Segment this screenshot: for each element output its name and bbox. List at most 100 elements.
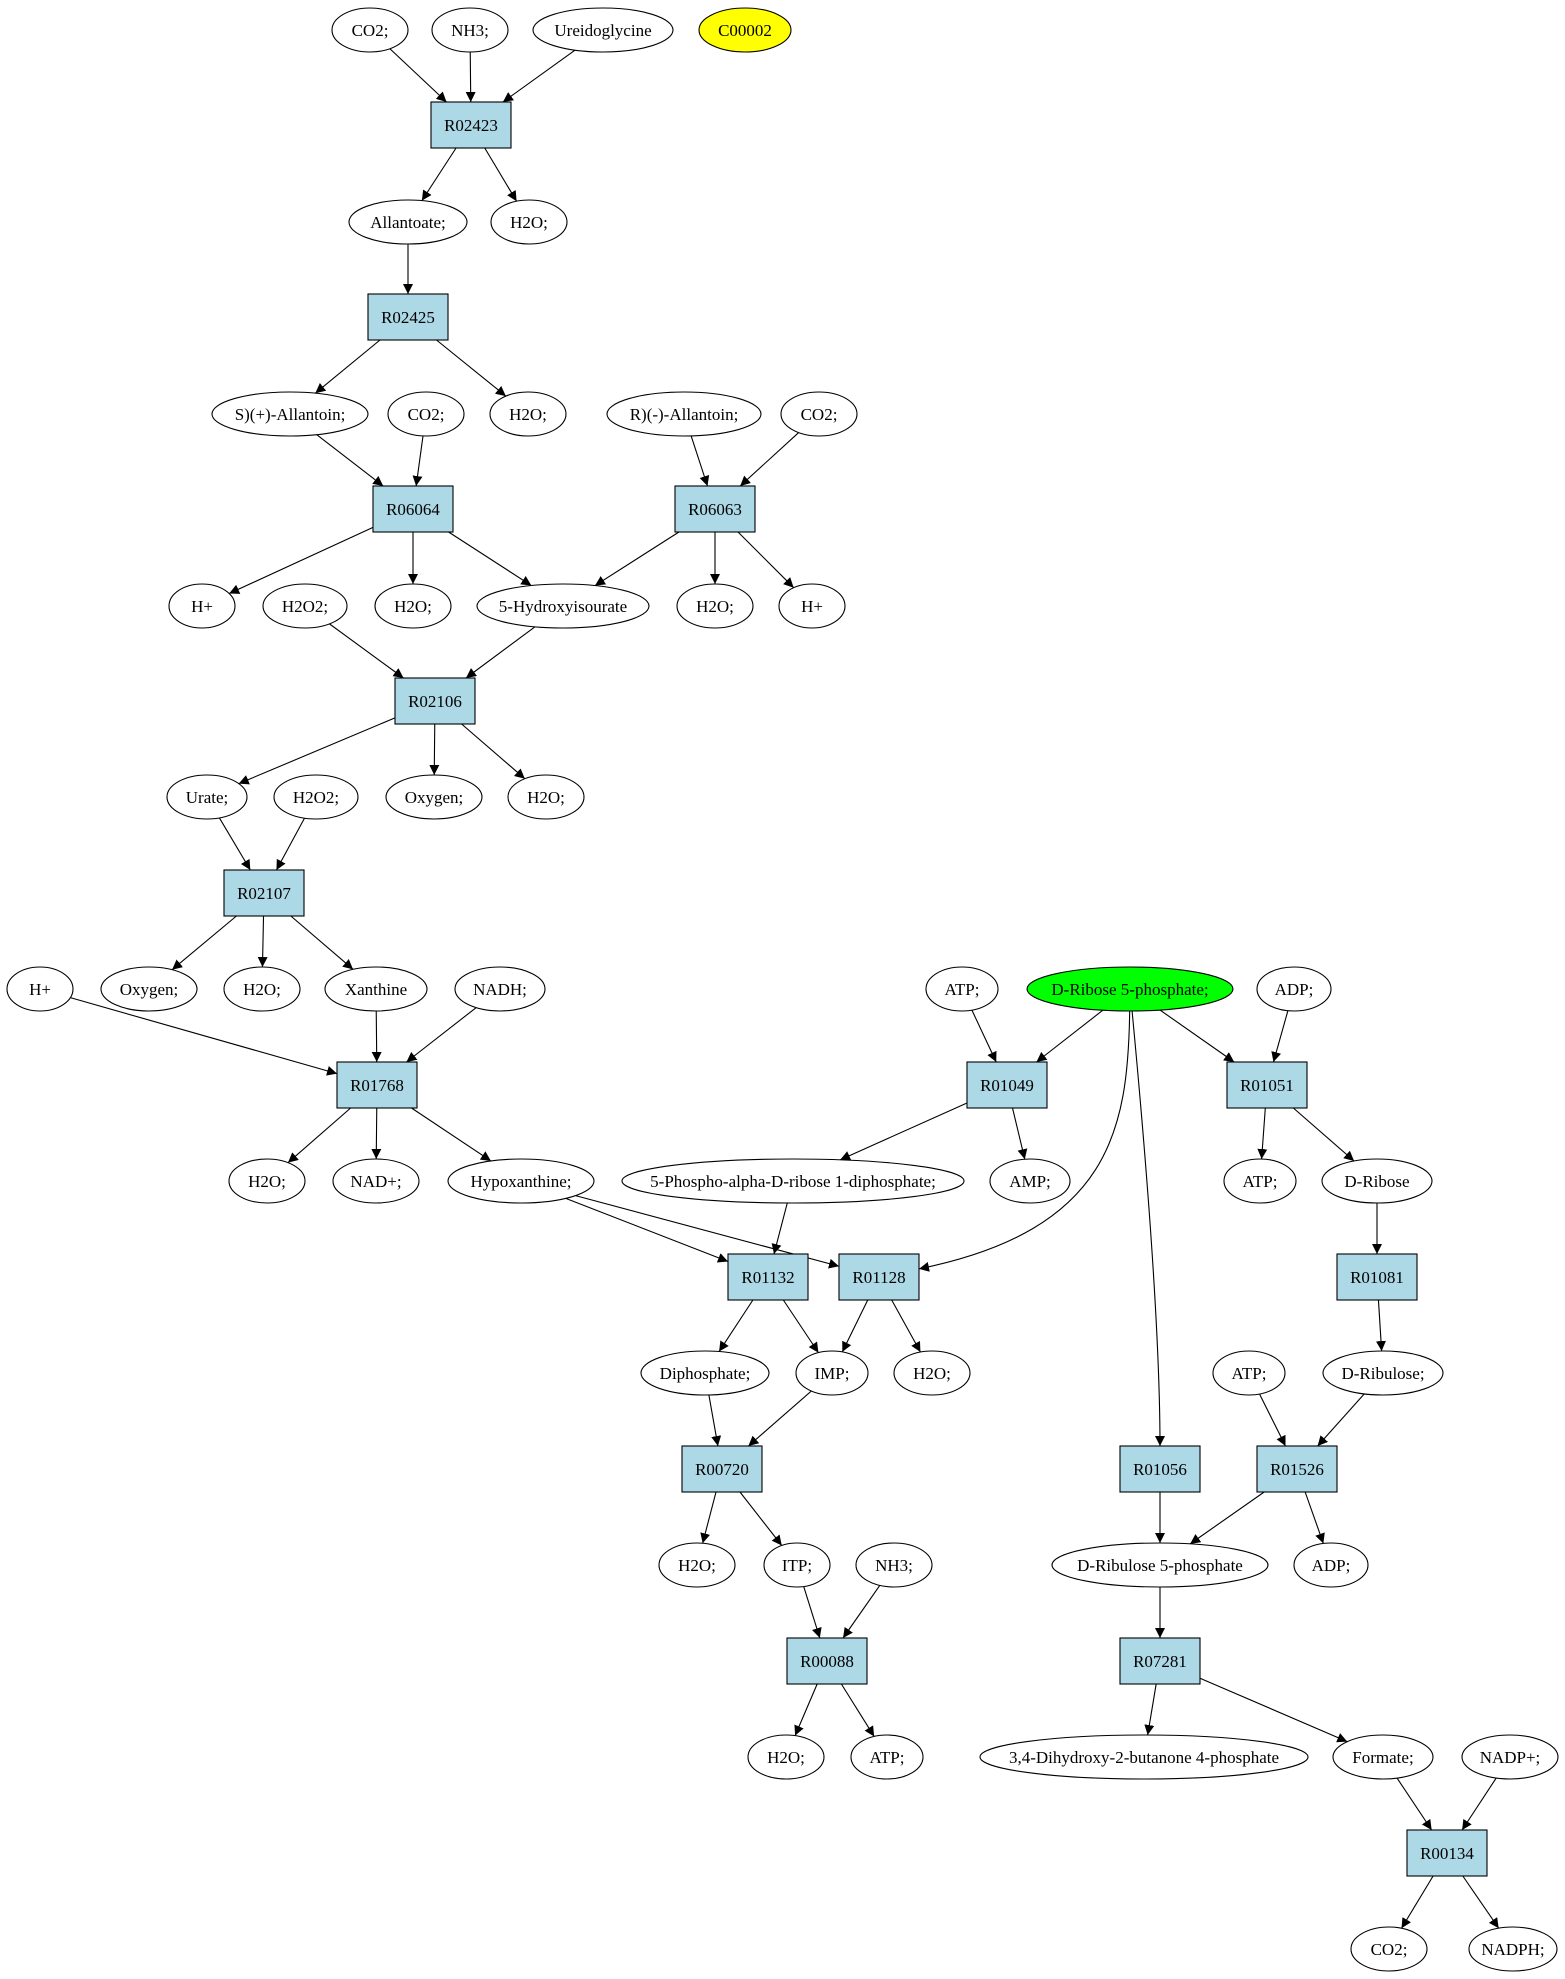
edge-r02106-to-urate xyxy=(238,717,396,785)
edge-r01049-to-amp xyxy=(1011,1107,1028,1160)
compound-ellipse xyxy=(490,199,568,245)
edge-r02106-to-h2o xyxy=(461,723,526,780)
compound-ellipse xyxy=(658,1542,736,1588)
edge-r00720-to-h2o xyxy=(700,1491,717,1544)
reaction-box xyxy=(1406,1829,1488,1877)
reaction-node-r07281: R07281 xyxy=(1119,1637,1201,1685)
edge-r00720-to-itp xyxy=(739,1491,783,1546)
compound-node-hypoxanthine: Hypoxanthine; xyxy=(447,1158,595,1204)
compound-node-nad: NAD+; xyxy=(332,1158,420,1204)
compound-node-adp: ADP; xyxy=(1293,1542,1369,1588)
compound-node-atp: ATP; xyxy=(1223,1158,1297,1204)
edge-r01128-to-h2o xyxy=(891,1299,921,1353)
compound-ellipse xyxy=(489,391,567,437)
compound-ellipse xyxy=(374,583,452,629)
node-label: H2O; xyxy=(509,405,547,424)
edge-r01132-to-imp xyxy=(782,1299,819,1353)
node-label: H2O2; xyxy=(293,788,339,807)
compound-ellipse xyxy=(1223,1158,1297,1204)
compound-ellipse xyxy=(1461,1734,1559,1780)
compound-ellipse xyxy=(6,966,74,1012)
node-label: ADP; xyxy=(1312,1556,1351,1575)
reaction-box xyxy=(394,677,476,725)
compound-ellipse xyxy=(387,391,465,437)
reaction-box xyxy=(430,101,512,149)
reaction-node-r00088: R00088 xyxy=(786,1637,868,1685)
compound-ellipse xyxy=(273,774,359,820)
compound-ellipse xyxy=(454,966,546,1012)
reaction-node-r01768: R01768 xyxy=(336,1061,418,1109)
reaction-box xyxy=(1256,1445,1338,1493)
node-label: H2O; xyxy=(527,788,565,807)
edge-urate-to-r02107 xyxy=(218,817,251,871)
edge-r-allantoin-to-r06063 xyxy=(690,435,710,487)
compound-ellipse xyxy=(1321,1158,1433,1204)
compound-node-xanthine: Xanthine xyxy=(324,966,428,1012)
edges-layer xyxy=(70,48,1500,1929)
reaction-box xyxy=(1119,1637,1201,1685)
compound-ellipse xyxy=(332,1158,420,1204)
node-label: Urate; xyxy=(186,788,228,807)
node-label: 3,4-Dihydroxy-2-butanone 4-phosphate xyxy=(1009,1748,1279,1767)
edge-r06064-to-h xyxy=(228,526,374,595)
compound-node-allantoate: Allantoate; xyxy=(348,199,468,245)
node-label: R00720 xyxy=(695,1460,749,1479)
edge-co2-to-r06063 xyxy=(739,432,800,487)
edge-r02423-to-h2o xyxy=(484,147,518,202)
edge-ureidoglycine-to-r02423 xyxy=(502,49,576,103)
compound-node-h2o: H2O; xyxy=(747,1734,825,1780)
reaction-node-r06063: R06063 xyxy=(674,485,756,533)
compound-ellipse xyxy=(1051,1542,1269,1588)
node-label: Oxygen; xyxy=(120,980,179,999)
edge-r01081-to-d-ribulose xyxy=(1376,1299,1386,1352)
compound-ellipse xyxy=(324,966,428,1012)
edge-r02425-to-s-allantoin xyxy=(314,339,381,394)
node-label: IMP; xyxy=(815,1364,850,1383)
compound-node-h2o: H2O; xyxy=(490,199,568,245)
edge-r02107-to-oxygen xyxy=(171,915,237,971)
node-label: R06063 xyxy=(688,500,742,519)
node-label: Xanthine xyxy=(345,980,407,999)
edge-r00134-to-nadph xyxy=(1462,1875,1500,1929)
reaction-box xyxy=(1119,1445,1201,1493)
reaction-node-r01081: R01081 xyxy=(1336,1253,1418,1301)
compound-node-5-hydroxyisourate: 5-Hydroxyisourate xyxy=(476,583,650,629)
node-label: R01128 xyxy=(852,1268,905,1287)
reaction-node-r01132: R01132 xyxy=(727,1253,809,1301)
node-label: ATP; xyxy=(1243,1172,1278,1191)
compound-ellipse xyxy=(855,1542,933,1588)
edge-r01526-to-d-ribulose-5-phosphate xyxy=(1189,1491,1265,1545)
compound-node-d-ribose-5-phosphate: D-Ribose 5-phosphate; xyxy=(1026,966,1234,1012)
reaction-box xyxy=(367,293,449,341)
compound-node-d-ribulose-5-phosphate: D-Ribulose 5-phosphate xyxy=(1051,1542,1269,1588)
compound-node-atp: ATP; xyxy=(850,1734,924,1780)
reaction-box xyxy=(674,485,756,533)
edge-r01768-to-hypoxanthine xyxy=(411,1107,492,1162)
compound-node-nadp: NADP+; xyxy=(1461,1734,1559,1780)
node-label: 5-Phospho-alpha-D-ribose 1-diphosphate; xyxy=(650,1172,936,1191)
node-label: D-Ribose 5-phosphate; xyxy=(1051,980,1208,999)
node-label: D-Ribulose; xyxy=(1341,1364,1424,1383)
edge-nadh-to-r01768 xyxy=(406,1007,477,1063)
node-label: NH3; xyxy=(451,21,489,40)
node-label: NH3; xyxy=(875,1556,913,1575)
compound-node-co2: CO2; xyxy=(387,391,465,437)
node-label: C00002 xyxy=(718,21,772,40)
compound-ellipse xyxy=(795,1350,869,1396)
reaction-box xyxy=(1336,1253,1418,1301)
compound-node-h2o: H2O; xyxy=(676,583,754,629)
compound-ellipse xyxy=(223,966,301,1012)
node-label: Hypoxanthine; xyxy=(470,1172,571,1191)
node-label: H2O; xyxy=(678,1556,716,1575)
node-label: R01049 xyxy=(980,1076,1034,1095)
reaction-node-r01128: R01128 xyxy=(838,1253,920,1301)
compound-node-h2o: H2O; xyxy=(228,1158,306,1204)
compound-ellipse xyxy=(606,391,762,437)
node-label: ADP; xyxy=(1275,980,1314,999)
node-label: R07281 xyxy=(1133,1652,1187,1671)
edge-d-ribose-5-phosphate-to-r01051 xyxy=(1159,1009,1235,1063)
reaction-box xyxy=(1226,1061,1308,1109)
reaction-node-r02107: R02107 xyxy=(223,869,305,917)
node-label: R01768 xyxy=(350,1076,404,1095)
